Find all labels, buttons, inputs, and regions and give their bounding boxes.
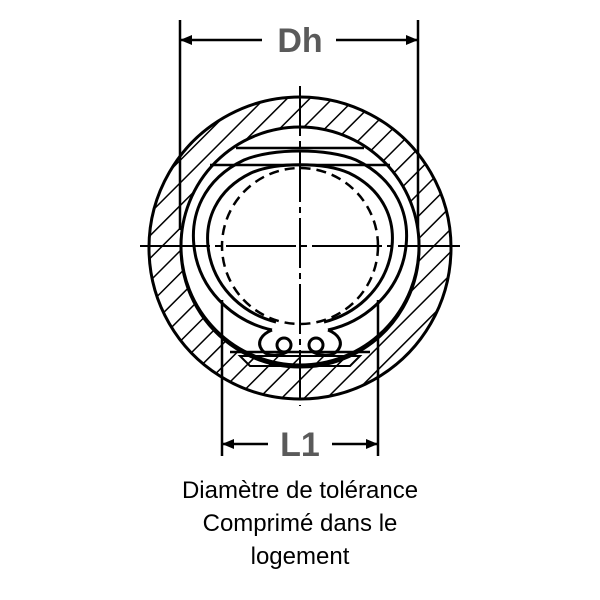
l1-label: L1 xyxy=(280,426,320,464)
circlip-lug-hole-right xyxy=(307,336,325,354)
circlip-lug-right xyxy=(309,328,342,357)
circlip-outer xyxy=(191,149,409,332)
caption-line-1: Diamètre de tolérance xyxy=(181,477,419,504)
dh-label: Dh xyxy=(277,22,322,60)
circlip-lug-left xyxy=(258,328,291,357)
caption-line-3: logement xyxy=(250,543,350,570)
caption-line-2: Comprimé dans le xyxy=(202,510,398,537)
circlip-lug-hole-left xyxy=(275,336,293,354)
caption: Diamètre de tolérance Comprimé dans le l… xyxy=(0,474,600,573)
